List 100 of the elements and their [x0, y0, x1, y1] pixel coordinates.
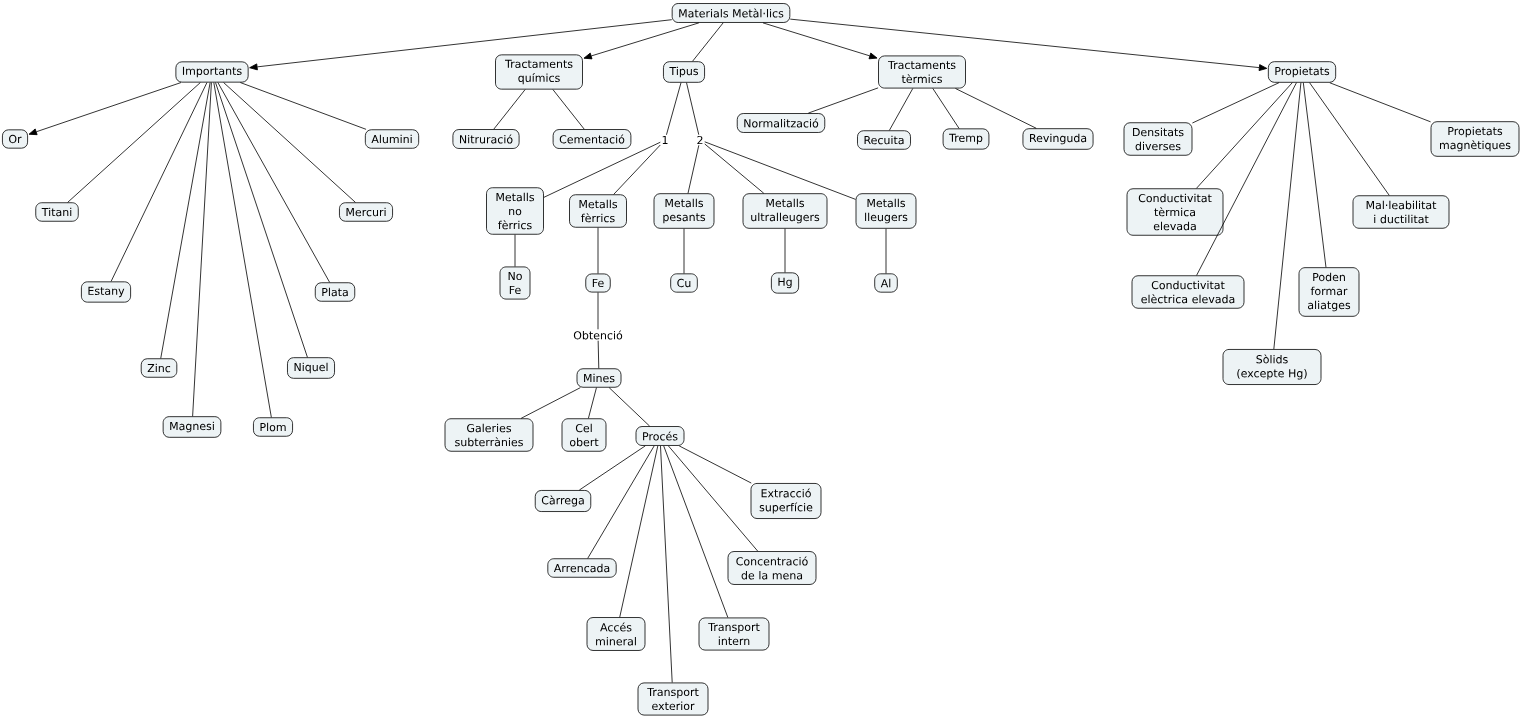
connector-line	[608, 387, 651, 427]
connector-line	[668, 445, 759, 552]
concept-box: Concentració de la mena	[727, 551, 817, 585]
concept-box: Titani	[35, 202, 79, 222]
concept-box: Extracció superfície	[750, 483, 822, 519]
concept-box: Importants	[175, 61, 249, 83]
concept-box: Materials Metàl·lics	[671, 3, 791, 23]
concept-box: Metalls no fèrrics	[486, 187, 544, 235]
connector-line	[213, 82, 272, 418]
connector-line	[885, 228, 887, 274]
concept-box: Magnesi	[162, 416, 222, 438]
concept-box: No Fe	[499, 266, 531, 300]
connector-line	[514, 234, 516, 267]
connector-line	[1329, 82, 1431, 123]
arrow	[789, 18, 1268, 72]
concept-box: Sòlids (excepte Hg)	[1222, 349, 1322, 385]
concept-box: Mal·leabilitat i ductilitat	[1352, 195, 1450, 229]
linking-phrase: 2	[695, 134, 705, 146]
connector-line	[520, 387, 581, 419]
connector-line	[1309, 82, 1390, 196]
connector-line	[239, 82, 367, 130]
connector-line	[687, 144, 700, 194]
connector-line	[597, 292, 599, 330]
concept-box: Procés	[635, 426, 685, 446]
concept-box: Mines	[576, 368, 622, 388]
connector-line	[597, 340, 600, 369]
concept-box: Conductivitat elèctrica elevada	[1131, 275, 1245, 309]
concept-box: Zinc	[140, 358, 178, 378]
concept-box: Tremp	[942, 128, 990, 150]
concept-box: Cementació	[552, 129, 632, 149]
concept-box: Tractaments químics	[495, 54, 583, 90]
connector-line	[67, 82, 201, 203]
connector-line	[784, 228, 786, 273]
connector-line	[692, 22, 724, 62]
linking-phrase: 1	[660, 135, 670, 145]
arrow	[762, 22, 878, 60]
connector-line	[660, 445, 673, 683]
concept-box: Normalització	[736, 113, 826, 133]
connector-line	[1302, 82, 1327, 268]
connector-line	[587, 445, 655, 559]
connector-line	[578, 445, 646, 491]
concept-box: Estany	[81, 281, 131, 303]
concept-box: Tractaments tèrmics	[878, 55, 966, 89]
concept-box: Plom	[253, 417, 293, 437]
connector-line	[955, 88, 1037, 129]
connector-line	[192, 82, 212, 417]
concept-box: Mercuri	[339, 202, 393, 222]
concept-box: Cel obert	[561, 418, 607, 452]
concept-box: Cu	[670, 273, 698, 293]
connector-line	[663, 445, 729, 618]
connector-line	[932, 88, 960, 129]
connector-line	[552, 89, 585, 130]
concept-box: Fe	[585, 273, 611, 293]
connector-line	[217, 82, 331, 283]
concept-box: Alumini	[364, 129, 420, 149]
connector-line	[588, 387, 597, 419]
concept-box: Propietats	[1267, 61, 1337, 83]
concept-box: Niquel	[287, 357, 335, 379]
connector-line	[889, 88, 914, 131]
connector-line	[807, 87, 879, 114]
concept-box: Or	[2, 129, 28, 149]
arrow	[583, 22, 700, 60]
concept-box: Tipus	[663, 61, 705, 83]
concept-box: Revinguda	[1022, 128, 1094, 150]
connector-line	[493, 89, 526, 130]
connector-line	[1273, 82, 1302, 350]
concept-box: Galeries subterrànies	[444, 418, 534, 452]
arrow	[28, 82, 182, 136]
concept-box: Poden formar aliatges	[1298, 267, 1360, 317]
connector-line	[110, 82, 208, 282]
connector-line	[543, 141, 661, 198]
connector-line	[597, 227, 599, 274]
connector-line	[704, 143, 765, 194]
connector-line	[160, 82, 211, 359]
concept-box: Conductivitat tèrmica elevada	[1126, 188, 1224, 236]
connector-line	[619, 445, 659, 618]
concept-box: Transport intern	[698, 617, 770, 651]
concept-box: Propietats magnètiques	[1430, 121, 1520, 157]
concept-box: Metalls lleugers	[855, 193, 917, 229]
connector-line	[666, 82, 682, 136]
concept-box: Càrrega	[534, 490, 592, 512]
connector-line	[704, 141, 856, 200]
connector-line	[678, 445, 752, 484]
connector-line	[1192, 82, 1280, 124]
connector-line	[215, 82, 308, 358]
connector-line	[1196, 82, 1293, 189]
concept-box: Transport exterior	[637, 682, 709, 716]
concept-box: Accés mineral	[586, 617, 646, 651]
arrow	[249, 19, 673, 71]
concept-box: Metalls fèrrics	[569, 194, 627, 228]
concept-box: Al	[874, 273, 898, 293]
connector-line	[613, 144, 661, 195]
concept-box: Plata	[314, 282, 356, 302]
concept-box: Metalls ultralleugers	[742, 193, 828, 229]
concept-box: Arrencada	[547, 558, 617, 578]
concept-box: Hg	[771, 272, 800, 294]
connector-line	[683, 228, 685, 274]
connector-line	[686, 82, 700, 136]
linking-phrase: Obtenció	[572, 329, 624, 341]
concept-box: Metalls pesants	[653, 193, 715, 229]
